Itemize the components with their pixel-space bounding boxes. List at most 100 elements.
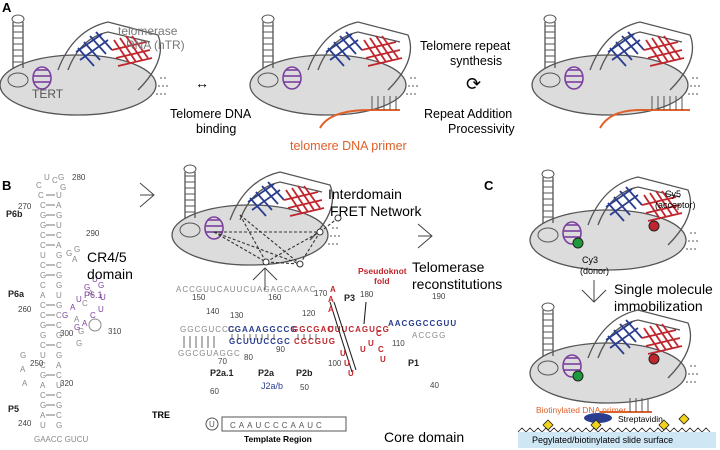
cr45-bottom-seq: GAACC GUCU <box>34 435 88 444</box>
surface-peg-ticks <box>517 427 711 433</box>
svg-text:C: C <box>40 281 46 290</box>
svg-text:U: U <box>209 420 215 429</box>
svg-text:P6b: P6b <box>6 209 23 219</box>
svg-text:G: G <box>56 351 62 360</box>
svg-text:C: C <box>82 299 88 308</box>
cr45-stem-labels: P6b P6a P6.1 P5 <box>6 209 103 414</box>
primer-a3 <box>599 96 690 129</box>
telomerase-cartoon-a2 <box>250 15 418 115</box>
cr45-domain-label: CR4/5 domain <box>87 249 133 282</box>
streptavidin-label: Streptavidin <box>618 414 663 424</box>
svg-text:250: 250 <box>30 359 44 368</box>
svg-text:U: U <box>56 291 62 300</box>
merge-arrow-up <box>252 267 278 290</box>
svg-text:P1: P1 <box>408 358 419 368</box>
svg-text:G: G <box>40 401 46 410</box>
svg-text:P2a: P2a <box>258 368 275 378</box>
svg-text:UUUCAGUCG: UUUCAGUCG <box>328 325 390 334</box>
svg-text:U: U <box>92 275 98 284</box>
svg-text:C: C <box>40 241 46 250</box>
template-region-box: U CAAUCCCAAUC <box>205 416 347 432</box>
svg-text:U: U <box>56 221 62 230</box>
svg-text:C: C <box>52 176 58 185</box>
svg-text:G: G <box>56 401 62 410</box>
svg-text:150: 150 <box>192 293 206 302</box>
repeat-synthesis-label: Telomere repeat synthesis <box>420 39 514 68</box>
svg-text:A: A <box>40 411 46 420</box>
svg-text:C: C <box>40 231 46 240</box>
svg-text:P5: P5 <box>8 404 19 414</box>
svg-text:U: U <box>340 349 346 358</box>
svg-text:160: 160 <box>268 293 282 302</box>
svg-text:110: 110 <box>392 339 405 348</box>
core-domain-numbers: 150 160 170 180 190 140 130 120 110 100 … <box>192 289 446 396</box>
svg-text:70: 70 <box>218 357 227 366</box>
svg-text:C: C <box>40 311 46 320</box>
svg-text:A: A <box>56 361 62 370</box>
svg-text:J2a/b: J2a/b <box>261 381 283 391</box>
svg-text:120: 120 <box>302 309 316 318</box>
panel-c: C Cy5 (acceptor) Cy3 (donor) Single mole… <box>484 170 716 448</box>
svg-text:A: A <box>70 303 76 312</box>
svg-text:A: A <box>330 285 336 294</box>
svg-text:190: 190 <box>432 292 446 301</box>
svg-text:C: C <box>40 301 46 310</box>
panel-c-letter: C <box>484 178 494 193</box>
fret-network-lines <box>213 214 339 265</box>
svg-text:C: C <box>56 311 62 320</box>
panel-a: A telomerase RNA (hTR) TERT ↔ Telomere D… <box>0 0 700 153</box>
svg-text:U: U <box>380 355 386 364</box>
svg-text:G: G <box>84 283 90 292</box>
svg-text:A: A <box>328 305 334 314</box>
telomerase-cartoon-c2 <box>530 303 698 403</box>
svg-text:GGCGAC: GGCGAC <box>292 325 334 334</box>
binding-label: Telomere DNA binding <box>170 107 254 136</box>
svg-text:A: A <box>20 365 26 374</box>
svg-text:G: G <box>40 321 46 330</box>
svg-text:130: 130 <box>230 311 244 320</box>
svg-text:G: G <box>62 311 68 320</box>
cy3-dot <box>572 237 584 249</box>
svg-text:140: 140 <box>206 307 220 316</box>
svg-text:60: 60 <box>210 387 219 396</box>
cy5-dot-2 <box>648 353 660 365</box>
double-arrow: ↔ <box>195 75 209 91</box>
svg-text:270: 270 <box>18 202 32 211</box>
svg-text:C: C <box>56 391 62 400</box>
svg-text:280: 280 <box>72 173 86 182</box>
primer-a2 <box>319 96 400 129</box>
core-domain-sequence: ACCGUUCAUUCUAGAGCAAAC GGCGUCCG GGCGUAGGC… <box>176 285 456 358</box>
svg-text:GGCGUCCG: GGCGUCCG <box>180 325 236 334</box>
svg-text:A: A <box>56 201 62 210</box>
core-domain-label: Core domain <box>384 429 464 445</box>
svg-text:U: U <box>40 251 46 260</box>
svg-text:300: 300 <box>60 329 74 338</box>
svg-text:G: G <box>56 281 62 290</box>
svg-text:C: C <box>38 191 44 200</box>
svg-text:40: 40 <box>430 381 439 390</box>
svg-text:A: A <box>328 295 334 304</box>
svg-text:290: 290 <box>86 229 100 238</box>
svg-text:C: C <box>40 201 46 210</box>
svg-text:C: C <box>56 411 62 420</box>
svg-text:320: 320 <box>60 379 74 388</box>
processivity-label: Repeat Addition Processivity <box>424 107 516 136</box>
svg-text:A: A <box>72 255 78 264</box>
biotin-diamonds <box>542 413 690 431</box>
svg-text:A: A <box>88 289 94 298</box>
cy3-label: Cy3 (donor) <box>580 255 609 276</box>
surface-label: Pegylated/biotinylated slide surface <box>532 435 673 445</box>
svg-text:180: 180 <box>360 290 374 299</box>
svg-text:C: C <box>56 261 62 270</box>
biotin-primer <box>600 398 652 413</box>
svg-text:G: G <box>56 271 62 280</box>
pseudoknot-red-bases: AAA UUU UUC CU <box>328 285 386 378</box>
cycle-arrows-icon: ⟳ <box>466 74 481 94</box>
svg-text:U: U <box>40 351 46 360</box>
telomerase-cartoon-c1 <box>530 170 698 270</box>
svg-text:U: U <box>98 305 104 314</box>
svg-text:G: G <box>40 271 46 280</box>
svg-text:C: C <box>378 345 384 354</box>
svg-text:G: G <box>66 249 72 258</box>
